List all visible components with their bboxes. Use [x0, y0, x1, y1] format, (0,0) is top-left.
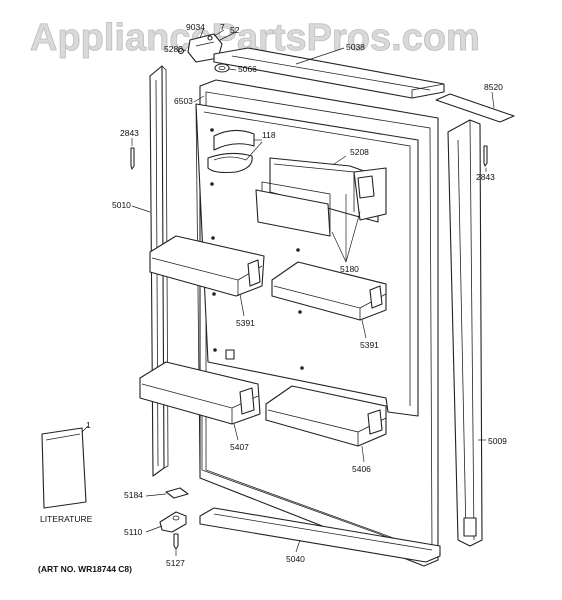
screw-2843-right[interactable]: [483, 145, 488, 167]
callout-5280: 5280: [164, 44, 183, 54]
callout-5127: 5127: [166, 558, 185, 568]
hinge-5110[interactable]: [159, 511, 187, 533]
callout-8520: 8520: [484, 82, 503, 92]
literature-label: LITERATURE: [40, 514, 93, 524]
callout-1: 1: [86, 420, 91, 430]
callout-5406: 5406: [352, 464, 371, 474]
callout-5066: 5066: [238, 64, 257, 74]
callout-5010: 5010: [112, 200, 131, 210]
dairy-bin-5208[interactable]: [255, 157, 387, 237]
callout-5407: 5407: [230, 442, 249, 452]
callout-5110: 5110: [124, 527, 143, 537]
bracket-5184[interactable]: [165, 487, 189, 499]
shelf-5406[interactable]: [265, 385, 387, 447]
callout-5391-right: 5391: [360, 340, 379, 350]
cam-5066[interactable]: [214, 63, 230, 73]
gasket-8520[interactable]: [435, 93, 515, 123]
callout-2843-left: 2843: [120, 128, 139, 138]
callout-5009: 5009: [488, 436, 507, 446]
screw-5127[interactable]: [173, 533, 179, 550]
dairy-cover-118[interactable]: [207, 129, 255, 174]
shelf-5391-right[interactable]: [271, 261, 387, 321]
callout-52: 52: [230, 25, 240, 35]
art-number: (ART NO. WR18744 C8): [38, 564, 132, 574]
callout-7: 7: [220, 22, 225, 32]
watermark-text: AppliancePartsPros.com: [30, 17, 480, 59]
callout-5038: 5038: [346, 42, 365, 52]
callout-2843-right: 2843: [476, 172, 495, 182]
callout-6503: 6503: [174, 96, 193, 106]
leader-lines: [81, 27, 495, 556]
top-trim-5038[interactable]: [213, 47, 445, 99]
bottom-trim-5040[interactable]: [199, 507, 441, 563]
callout-5391-left: 5391: [236, 318, 255, 328]
callout-5184: 5184: [124, 490, 143, 500]
shelf-5407[interactable]: [139, 361, 261, 425]
screw-2843-left[interactable]: [130, 147, 135, 170]
callout-118: 118: [262, 130, 276, 140]
callout-5208: 5208: [350, 147, 369, 157]
shelf-5391-left[interactable]: [149, 235, 265, 297]
callout-5040: 5040: [286, 554, 305, 564]
literature-booklet[interactable]: [41, 427, 87, 509]
right-trim-5009[interactable]: [447, 119, 483, 547]
callout-9034: 9034: [186, 22, 205, 32]
callout-5180: 5180: [340, 264, 359, 274]
